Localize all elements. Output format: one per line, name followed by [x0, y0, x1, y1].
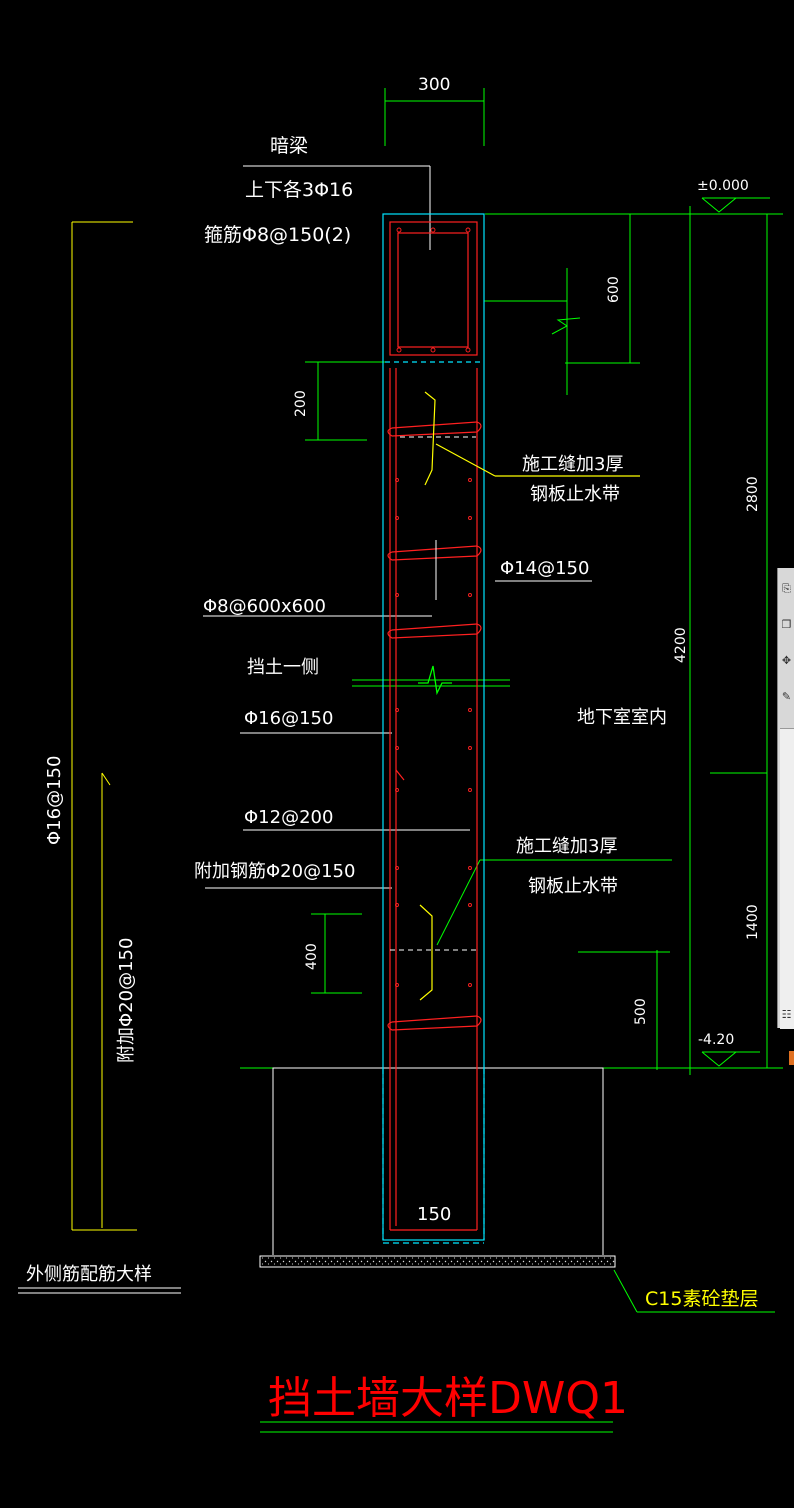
color-swatch[interactable] [789, 1051, 794, 1065]
label-inner-vertical: Φ14@150 [500, 558, 589, 579]
wall-concrete-outline [382, 213, 485, 1244]
dim-upper-height: 2800 [745, 476, 761, 512]
side-detail-bars [71, 221, 137, 1231]
label-additional-bars: 附加钢筋Φ20@150 [194, 861, 355, 882]
label-horizontal: Φ12@200 [244, 807, 333, 828]
c15-cushion-layer [259, 1255, 616, 1268]
elev-bottom: -4.20 [698, 1032, 734, 1048]
dim-total-height: 4200 [673, 627, 689, 663]
tool-side-panel: ⎘ ❐ ✥ ✎ ☷ [777, 568, 794, 1065]
label-soil-side: 挡土一侧 [247, 657, 319, 678]
joint-bottom-line2: 钢板止水带 [528, 876, 618, 897]
dim-joint-top: 200 [293, 390, 309, 417]
duplicate-icon[interactable]: ❐ [781, 618, 792, 631]
side-bar-add: 附加Φ20@150 [116, 938, 137, 1063]
dim-joint-bottom: 400 [304, 943, 320, 970]
beam-bars: 上下各3Φ16 [245, 179, 353, 201]
layers-icon[interactable]: ☷ [781, 1008, 792, 1021]
dim-beam-height: 600 [606, 276, 622, 303]
side-bar-main: Φ16@150 [44, 756, 65, 845]
side-detail-title: 外侧筋配筋大样 [26, 1264, 152, 1285]
waterstops [419, 391, 640, 1001]
dim-rebar-bend: 150 [417, 1204, 451, 1225]
properties-subpanel [780, 728, 794, 1065]
annotation-texts: 300 暗梁 上下各3Φ16 箍筋Φ8@150(2) ±0.000 -4.20 … [26, 75, 761, 1285]
label-outer-vertical: Φ16@150 [244, 708, 333, 729]
dim-wall-thickness: 300 [418, 75, 450, 95]
label-tie-bars: Φ8@600x600 [203, 596, 326, 617]
joint-top-line1: 施工缝加3厚 [522, 454, 623, 475]
dim-lower-height: 1400 [745, 904, 761, 940]
beam-stirrups: 箍筋Φ8@150(2) [204, 224, 351, 246]
outline-lines [18, 165, 604, 1294]
tie-bar-hooks [387, 421, 482, 1031]
construction-joints [390, 436, 476, 951]
joint-bottom-line1: 施工缝加3厚 [516, 836, 617, 857]
rebar-group [387, 221, 482, 1231]
label-basement-side: 地下室室内 [577, 707, 667, 728]
dim-waterstop-height: 500 [633, 998, 649, 1025]
move-icon[interactable]: ✥ [781, 654, 792, 667]
dimension-lines [240, 88, 783, 1433]
joint-top-line2: 钢板止水带 [530, 484, 620, 505]
copy-icon[interactable]: ⎘ [782, 582, 791, 595]
drawing-title: 挡土墙大样DWQ1 [268, 1373, 628, 1424]
elev-top: ±0.000 [697, 178, 749, 194]
edit-icon[interactable]: ✎ [781, 690, 792, 703]
label-cushion: C15素砼垫层 [645, 1288, 758, 1310]
beam-name: 暗梁 [270, 135, 308, 157]
rebar-dots [395, 227, 472, 987]
